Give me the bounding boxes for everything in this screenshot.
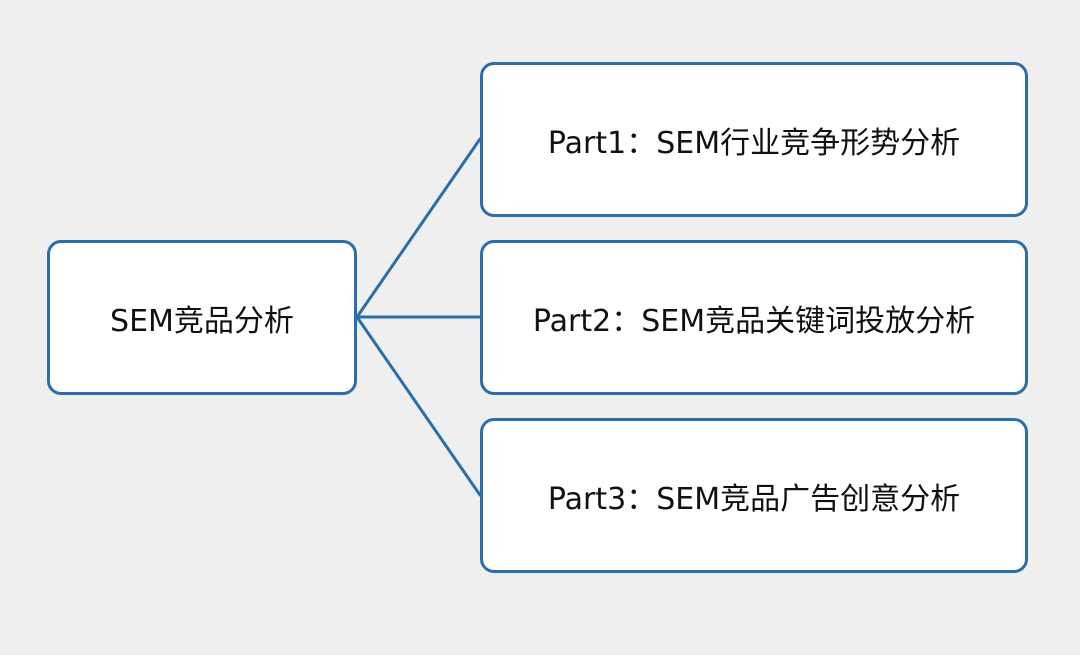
part3-node-label: Part3：SEM竞品广告创意分析 [547, 481, 961, 517]
part2-node: Part2：SEM竞品关键词投放分析 [480, 240, 1028, 395]
connector-line-part3 [355, 315, 482, 497]
part2-node-label: Part2：SEM竞品关键词投放分析 [532, 303, 976, 339]
root-node: SEM竞品分析 [47, 240, 357, 395]
root-node-label: SEM竞品分析 [110, 303, 294, 339]
part1-node: Part1：SEM行业竞争形势分析 [480, 62, 1028, 217]
part1-node-label: Part1：SEM行业竞争形势分析 [547, 125, 961, 161]
part3-node: Part3：SEM竞品广告创意分析 [480, 418, 1028, 573]
connector-line-part1 [355, 137, 482, 319]
